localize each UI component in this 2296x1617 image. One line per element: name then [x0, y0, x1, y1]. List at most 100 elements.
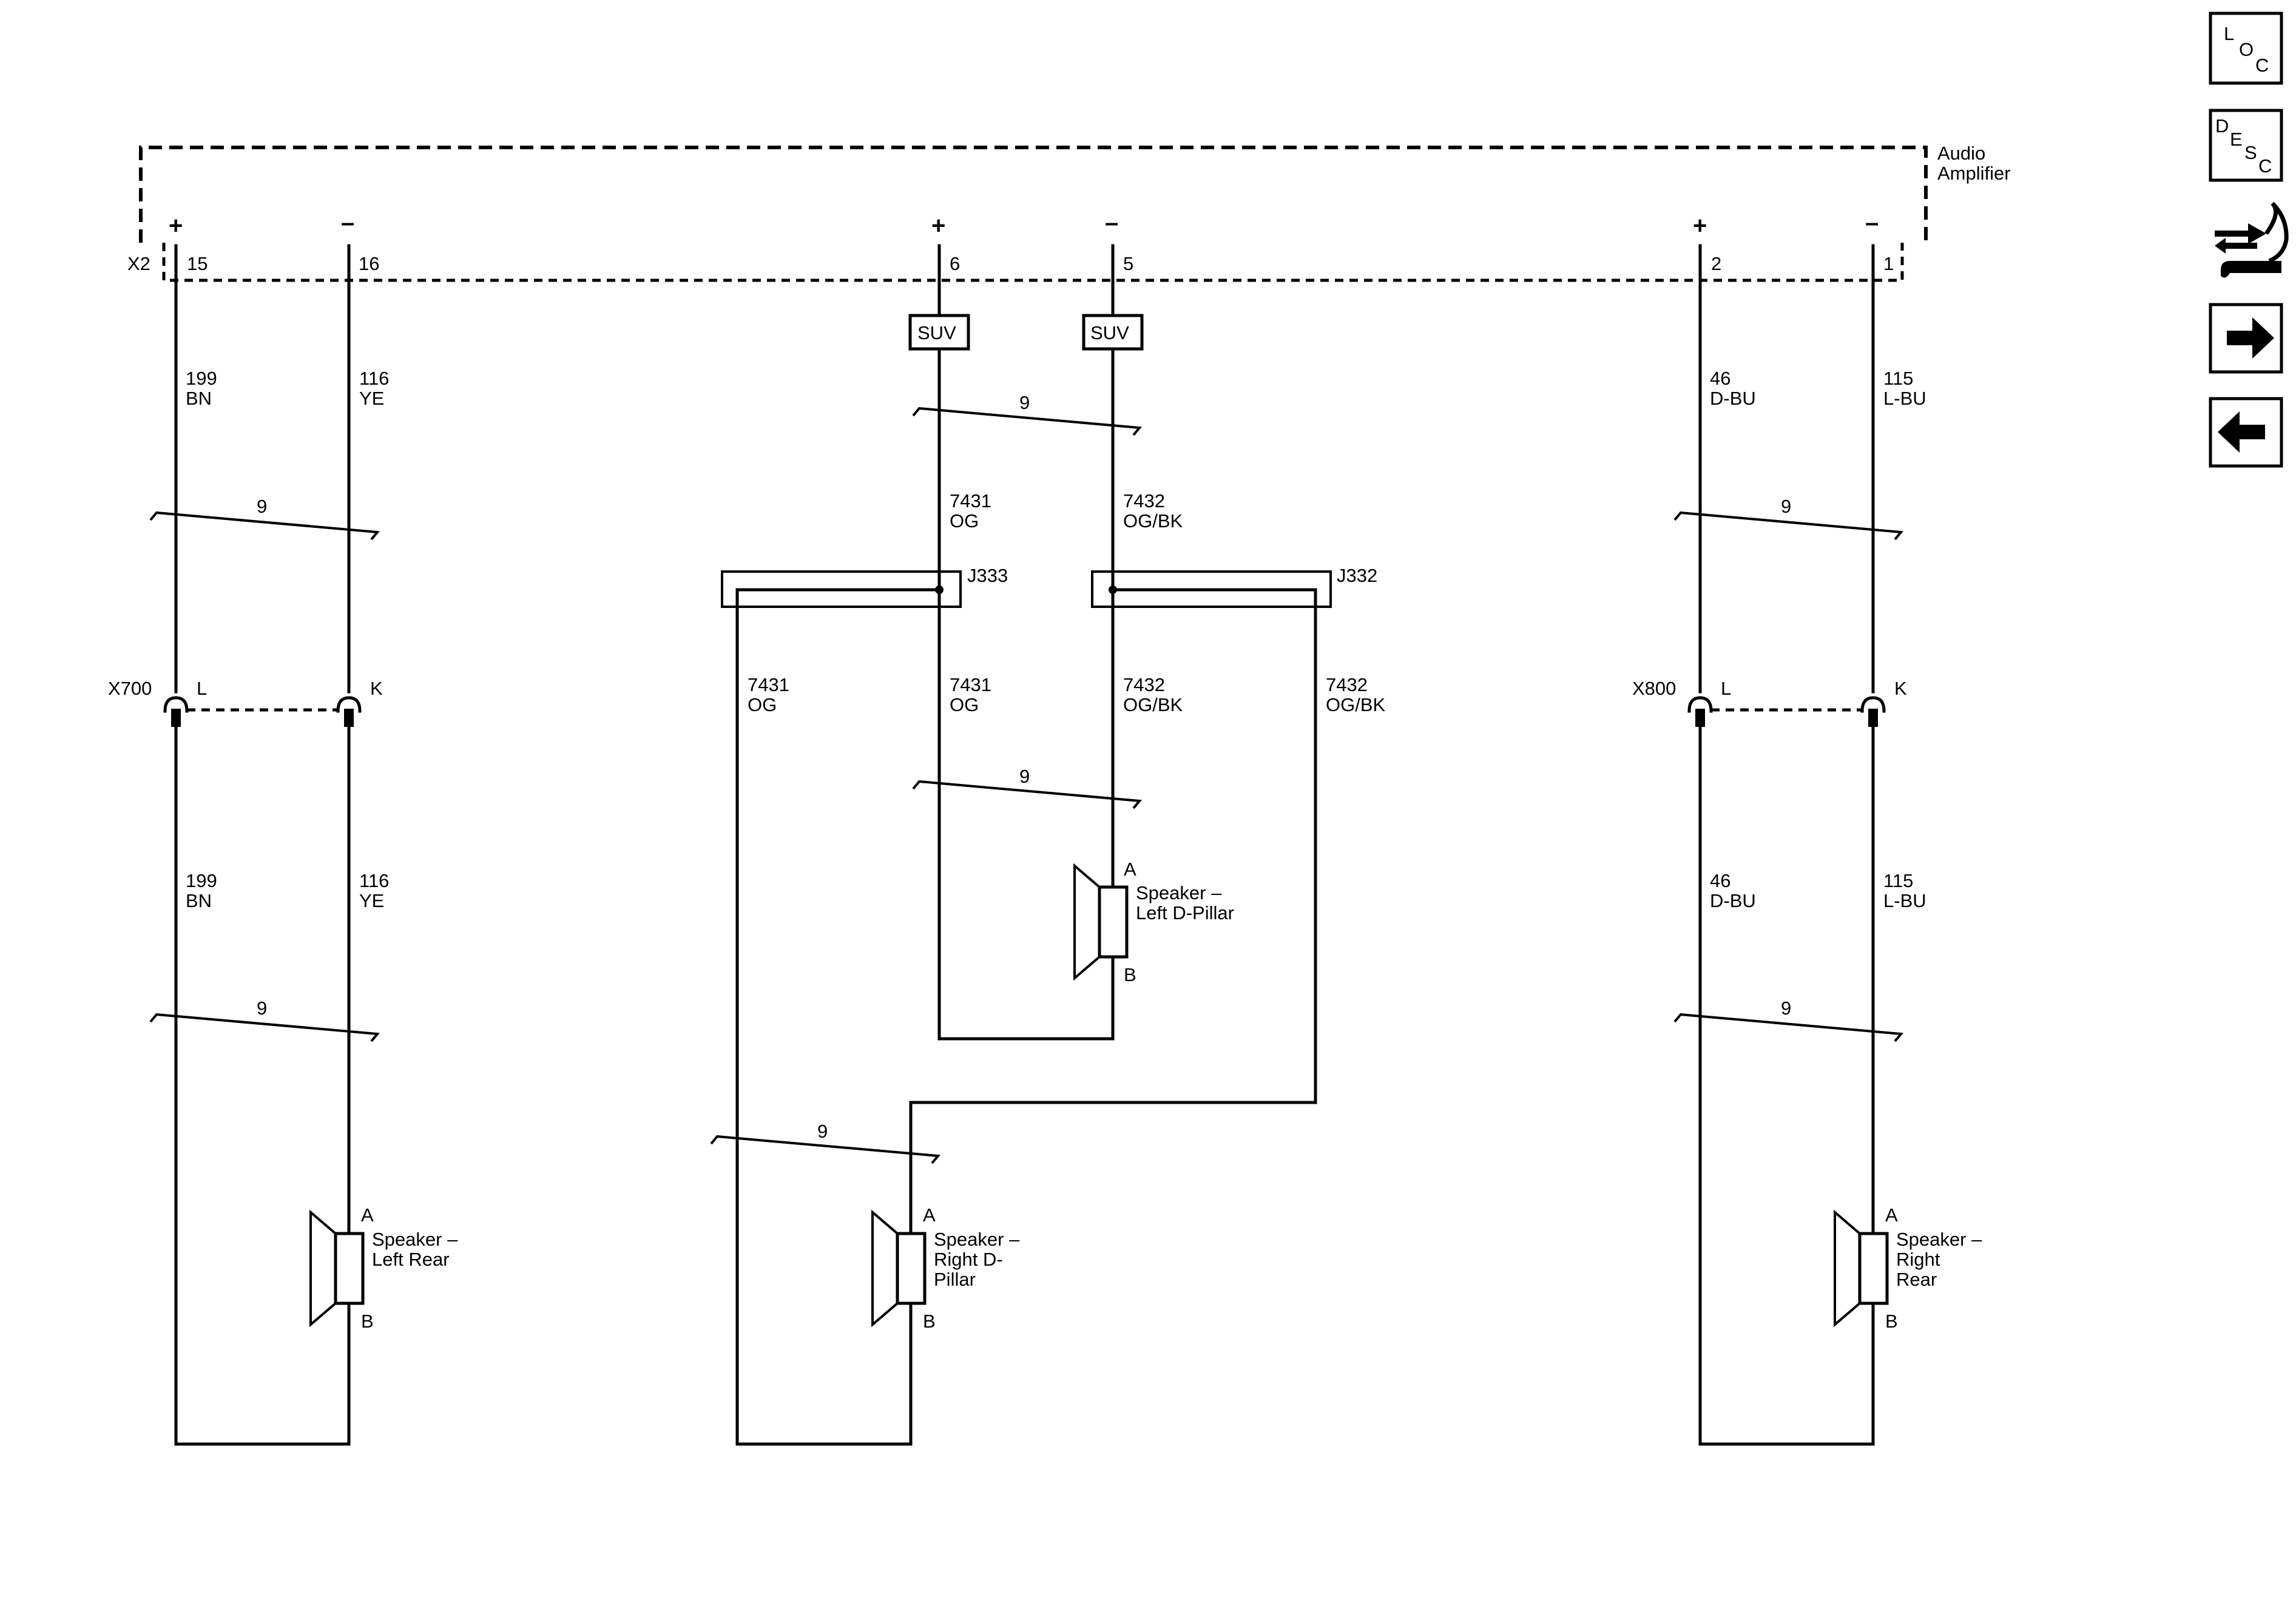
speaker-left-rear: A B Speaker – Left Rear — [309, 1204, 458, 1332]
right-rear-circuit: 46 D-BU 115 L-BU 9 X800 L K 46 D-BU 115 … — [1632, 244, 1982, 1446]
terminal-pin: 5 — [1123, 253, 1133, 274]
wire-color: OG — [950, 510, 979, 532]
speaker-pin-b: B — [1124, 964, 1136, 985]
left-rear-circuit: 199 BN 116 YE 9 X700 L K 199 BN 116 YE 9 — [108, 244, 458, 1446]
terminal-polarity: + — [931, 212, 945, 239]
amplifier-connector-x2: X2 — [127, 253, 150, 274]
speaker-name-line1: Speaker – — [1896, 1229, 1982, 1250]
amplifier-name-line2: Amplifier — [1937, 163, 2011, 184]
wire-color: D-BU — [1710, 890, 1756, 911]
twist-label: 9 — [1019, 766, 1030, 787]
option-tag-suv: SUV — [908, 314, 970, 351]
desc-letter: C — [2258, 155, 2272, 177]
speaker-pin-a: A — [1885, 1204, 1898, 1226]
option-tag-suv: SUV — [1082, 314, 1144, 351]
wire-circuit-number: 7432 — [1326, 674, 1368, 695]
wire-color: BN — [186, 890, 212, 911]
speaker-left-d-pillar: A B Speaker – Left D-Pillar — [1073, 859, 1234, 985]
desc-button[interactable]: D E S C — [2209, 109, 2283, 182]
previous-page-button[interactable] — [2209, 397, 2283, 468]
wire-circuit-number: 199 — [186, 368, 217, 389]
twist-label: 9 — [257, 998, 267, 1019]
connector-pin: K — [370, 678, 383, 699]
wire-circuit-number: 116 — [359, 870, 389, 891]
speaker-right-d-pillar: A B Speaker – Right D- Pillar — [871, 1204, 1020, 1332]
twist-label: 9 — [257, 496, 267, 517]
twist-label: 9 — [1781, 998, 1791, 1019]
speaker-name-line1: Speaker – — [934, 1229, 1020, 1250]
twisted-pair-marker: 9 — [912, 766, 1142, 809]
speaker-name-line2: Left Rear — [372, 1249, 450, 1270]
speaker-name-line3: Pillar — [934, 1269, 976, 1290]
arrow-left-icon — [2218, 411, 2265, 453]
option-tag-label: SUV — [917, 322, 956, 343]
wire-circuit-number: 7432 — [1123, 674, 1165, 695]
connector-pin: L — [197, 678, 207, 699]
speaker-pin-b: B — [361, 1311, 374, 1332]
desc-letter: E — [2230, 129, 2243, 150]
connector-repair-icon[interactable] — [2215, 201, 2289, 278]
wire-circuit-number: 116 — [359, 368, 389, 389]
arrow-right-icon — [2227, 317, 2274, 359]
terminal-polarity: – — [1865, 209, 1879, 236]
terminal-polarity: – — [1105, 209, 1118, 236]
amplifier-terminals: + 15 – 16 + 6 – 5 + 2 – 1 — [169, 209, 1894, 274]
twist-label: 9 — [1019, 392, 1030, 413]
wire-circuit-number: 46 — [1710, 870, 1730, 891]
wire-color: BN — [186, 388, 212, 409]
speaker-pin-a: A — [923, 1204, 936, 1226]
wire-circuit-number: 115 — [1883, 870, 1913, 891]
speaker-name-line1: Speaker – — [1136, 882, 1222, 903]
wire-color: OG/BK — [1326, 694, 1386, 715]
speaker-right-rear: A B Speaker – Right Rear — [1834, 1204, 1982, 1332]
twisted-pair-marker: 9 — [912, 392, 1142, 436]
splice-label: J332 — [1337, 565, 1377, 586]
loc-letter: C — [2255, 55, 2269, 76]
wire-circuit-number: 7431 — [950, 490, 991, 511]
wire-circuit-number: 7432 — [1123, 490, 1165, 511]
loc-letter: L — [2224, 23, 2234, 44]
terminal-pin: 15 — [187, 253, 208, 274]
twisted-pair-marker: 9 — [710, 1121, 940, 1164]
inline-connector-x800: X800 L K — [1632, 678, 1907, 727]
speaker-name-line2: Right D- — [934, 1249, 1003, 1270]
speaker-name-line3: Rear — [1896, 1269, 1937, 1290]
speaker-name-line2: Right — [1896, 1249, 1940, 1270]
splice-label: J333 — [967, 565, 1008, 586]
audio-amplifier: Audio Amplifier X2 — [127, 143, 2011, 282]
wire-color: YE — [359, 890, 384, 911]
speaker-name-line1: Speaker – — [372, 1229, 458, 1250]
twisted-pair-marker: 9 — [1673, 998, 1903, 1042]
connector-name: X800 — [1632, 678, 1676, 699]
splice-j333: J333 — [721, 565, 1008, 1446]
connector-pin: L — [1721, 678, 1731, 699]
twist-label: 9 — [817, 1121, 828, 1142]
wire-color: OG — [950, 694, 979, 715]
amplifier-name-line1: Audio — [1937, 143, 1985, 164]
twisted-pair-marker: 9 — [149, 998, 380, 1042]
wire-circuit-number: 115 — [1883, 368, 1913, 389]
connector-name: X700 — [108, 678, 152, 699]
terminal-polarity: + — [169, 212, 183, 239]
loc-letter: O — [2239, 39, 2254, 60]
splice-j332: J332 — [909, 565, 1377, 1446]
option-tag-label: SUV — [1090, 322, 1129, 343]
wire-circuit-number: 46 — [1710, 368, 1730, 389]
speaker-pin-b: B — [923, 1311, 936, 1332]
terminal-pin: 16 — [359, 253, 379, 274]
wire-circuit-number: 7431 — [950, 674, 991, 695]
desc-letter: D — [2215, 115, 2229, 137]
speaker-pin-b: B — [1885, 1311, 1898, 1332]
next-page-button[interactable] — [2209, 303, 2283, 374]
twisted-pair-marker: 9 — [149, 496, 380, 541]
wire-circuit-number: 7431 — [748, 674, 789, 695]
d-pillar-circuit: SUV SUV 9 7431 OG 7432 OG/BK J333 — [710, 244, 1386, 1446]
inline-connector-x700: X700 L K — [108, 678, 383, 727]
speaker-name-line2: Left D-Pillar — [1136, 902, 1234, 923]
wire-color: L-BU — [1883, 890, 1926, 911]
wire-color: OG — [748, 694, 777, 715]
wire-circuit-number: 199 — [186, 870, 217, 891]
speaker-pin-a: A — [361, 1204, 374, 1226]
loc-button[interactable]: L O C — [2209, 12, 2283, 85]
